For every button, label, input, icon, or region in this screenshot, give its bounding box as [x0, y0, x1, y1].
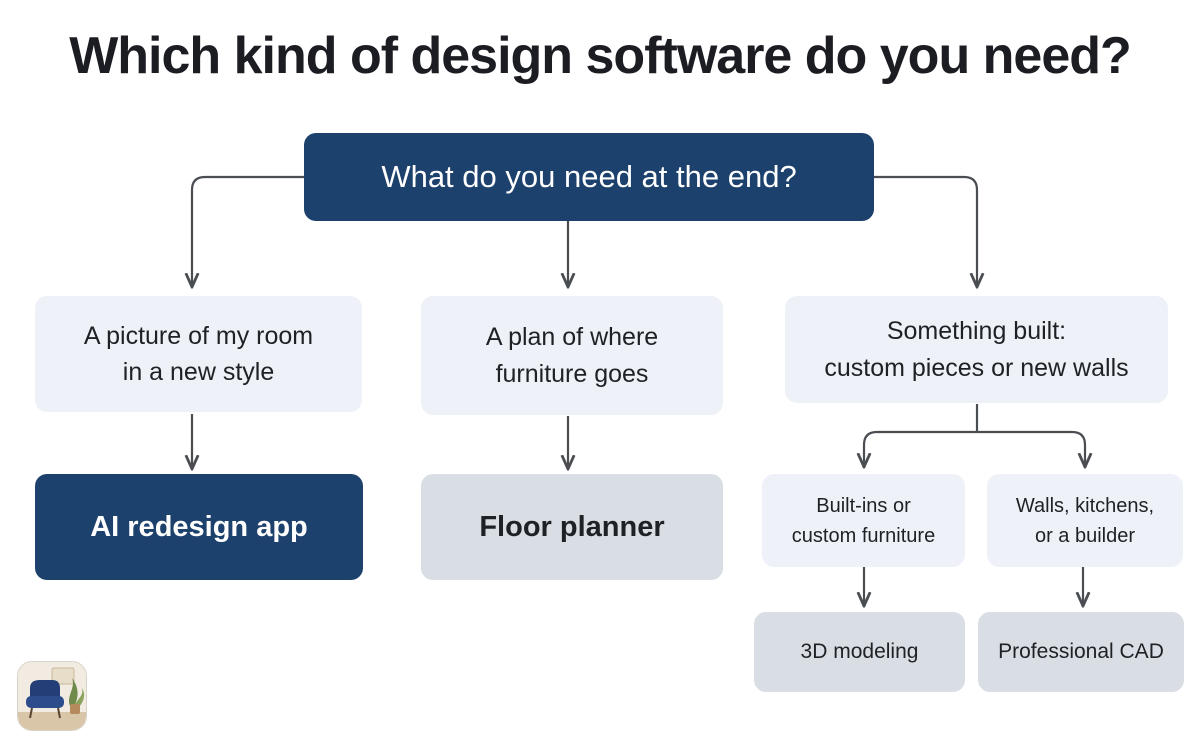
connector-branch-3-to-sub-2: [977, 430, 1085, 467]
result-3d-modeling-label: 3D modeling: [800, 640, 919, 663]
sub-question-2-box: Walls, kitchens, or a builder: [987, 474, 1183, 567]
result-ai-redesign-app-label: AI redesign app: [90, 510, 308, 543]
root-question-label: What do you need at the end?: [381, 159, 797, 194]
page-title: Which kind of design software do you nee…: [69, 27, 1132, 85]
result-professional-cad-label: Professional CAD: [998, 640, 1164, 663]
result-professional-cad: Professional CAD: [978, 612, 1184, 692]
branch-1-question-label: A picture of my room in a new style: [83, 321, 314, 386]
sub-question-2-label: Walls, kitchens, or a builder: [1015, 494, 1155, 547]
result-floor-planner: Floor planner: [421, 474, 723, 580]
sub-question-1-label: Built-ins or custom furniture: [791, 494, 936, 547]
app-logo: [18, 662, 86, 730]
result-ai-redesign-app: AI redesign app: [35, 474, 363, 580]
connector-branch-3-to-sub-1: [864, 430, 977, 467]
connector-root-to-branch-1: [192, 175, 305, 287]
sub-question-1-box: Built-ins or custom furniture: [762, 474, 965, 567]
branch-2-question-label: A plan of where furniture goes: [485, 323, 659, 388]
armchair-room-icon: [18, 662, 86, 730]
branch-1-question-box: A picture of my room in a new style: [35, 296, 362, 412]
connector-root-to-branch-3: [874, 175, 977, 287]
result-3d-modeling: 3D modeling: [754, 612, 965, 692]
branch-3-question-box: Something built: custom pieces or new wa…: [785, 296, 1168, 403]
branch-2-question-box: A plan of where furniture goes: [421, 296, 723, 415]
branch-3-question-label: Something built: custom pieces or new wa…: [824, 317, 1129, 382]
root-question-box: What do you need at the end?: [304, 133, 874, 221]
result-floor-planner-label: Floor planner: [479, 510, 665, 543]
